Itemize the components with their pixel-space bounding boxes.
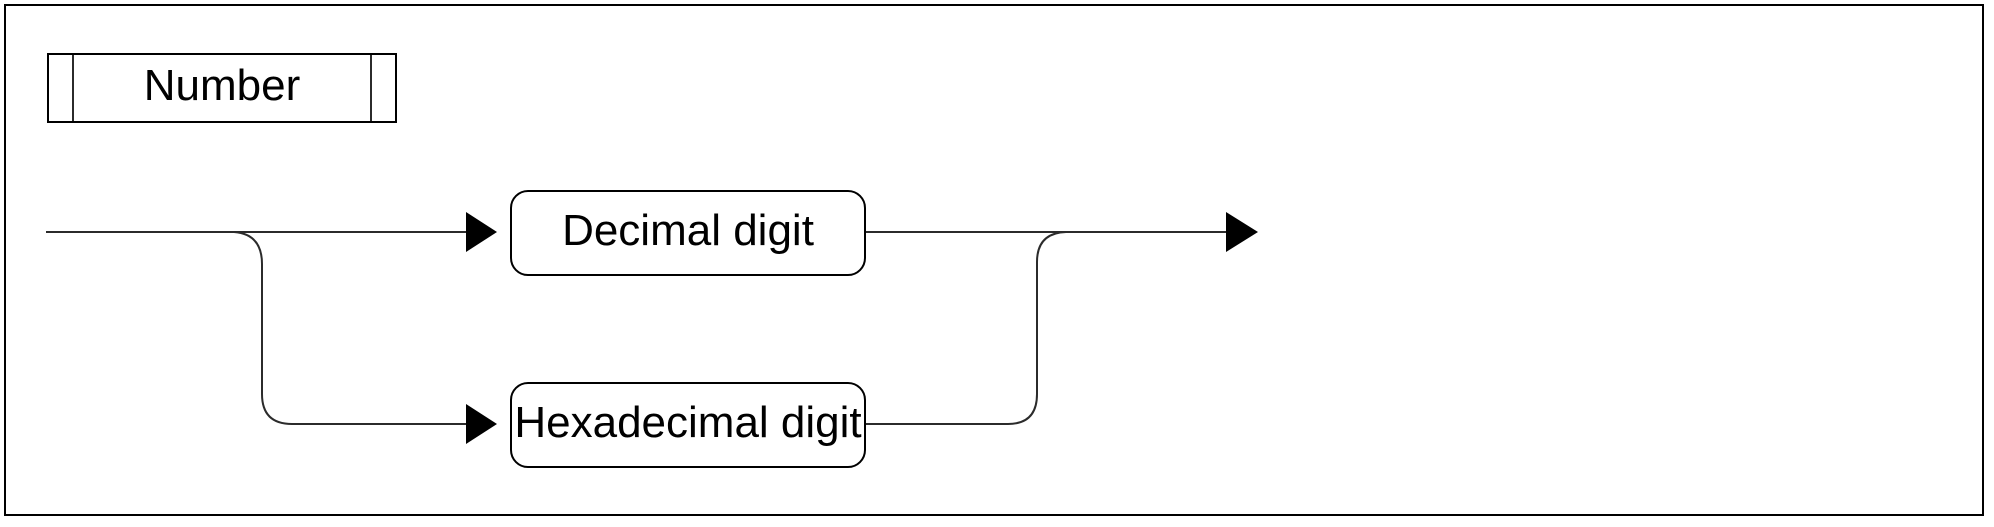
node-hexadecimal-digit: Hexadecimal digit bbox=[510, 382, 866, 468]
rule-name-label: Number bbox=[143, 61, 301, 110]
rule-box-right-edge-rule bbox=[370, 55, 372, 121]
branch-split-line bbox=[233, 231, 466, 425]
node-hexadecimal-digit-label: Hexadecimal digit bbox=[514, 398, 862, 447]
node-decimal-digit-label: Decimal digit bbox=[562, 206, 814, 255]
end-arrow-icon bbox=[1226, 212, 1258, 252]
decimal-entry-arrow-icon bbox=[466, 212, 497, 252]
rule-name-box: Number bbox=[47, 53, 397, 123]
node-decimal-digit: Decimal digit bbox=[510, 190, 866, 276]
diagram-border bbox=[4, 4, 1984, 516]
merge-line bbox=[866, 231, 1067, 425]
hexadecimal-entry-arrow-icon bbox=[466, 404, 497, 444]
rule-box-left-edge-rule bbox=[72, 55, 74, 121]
